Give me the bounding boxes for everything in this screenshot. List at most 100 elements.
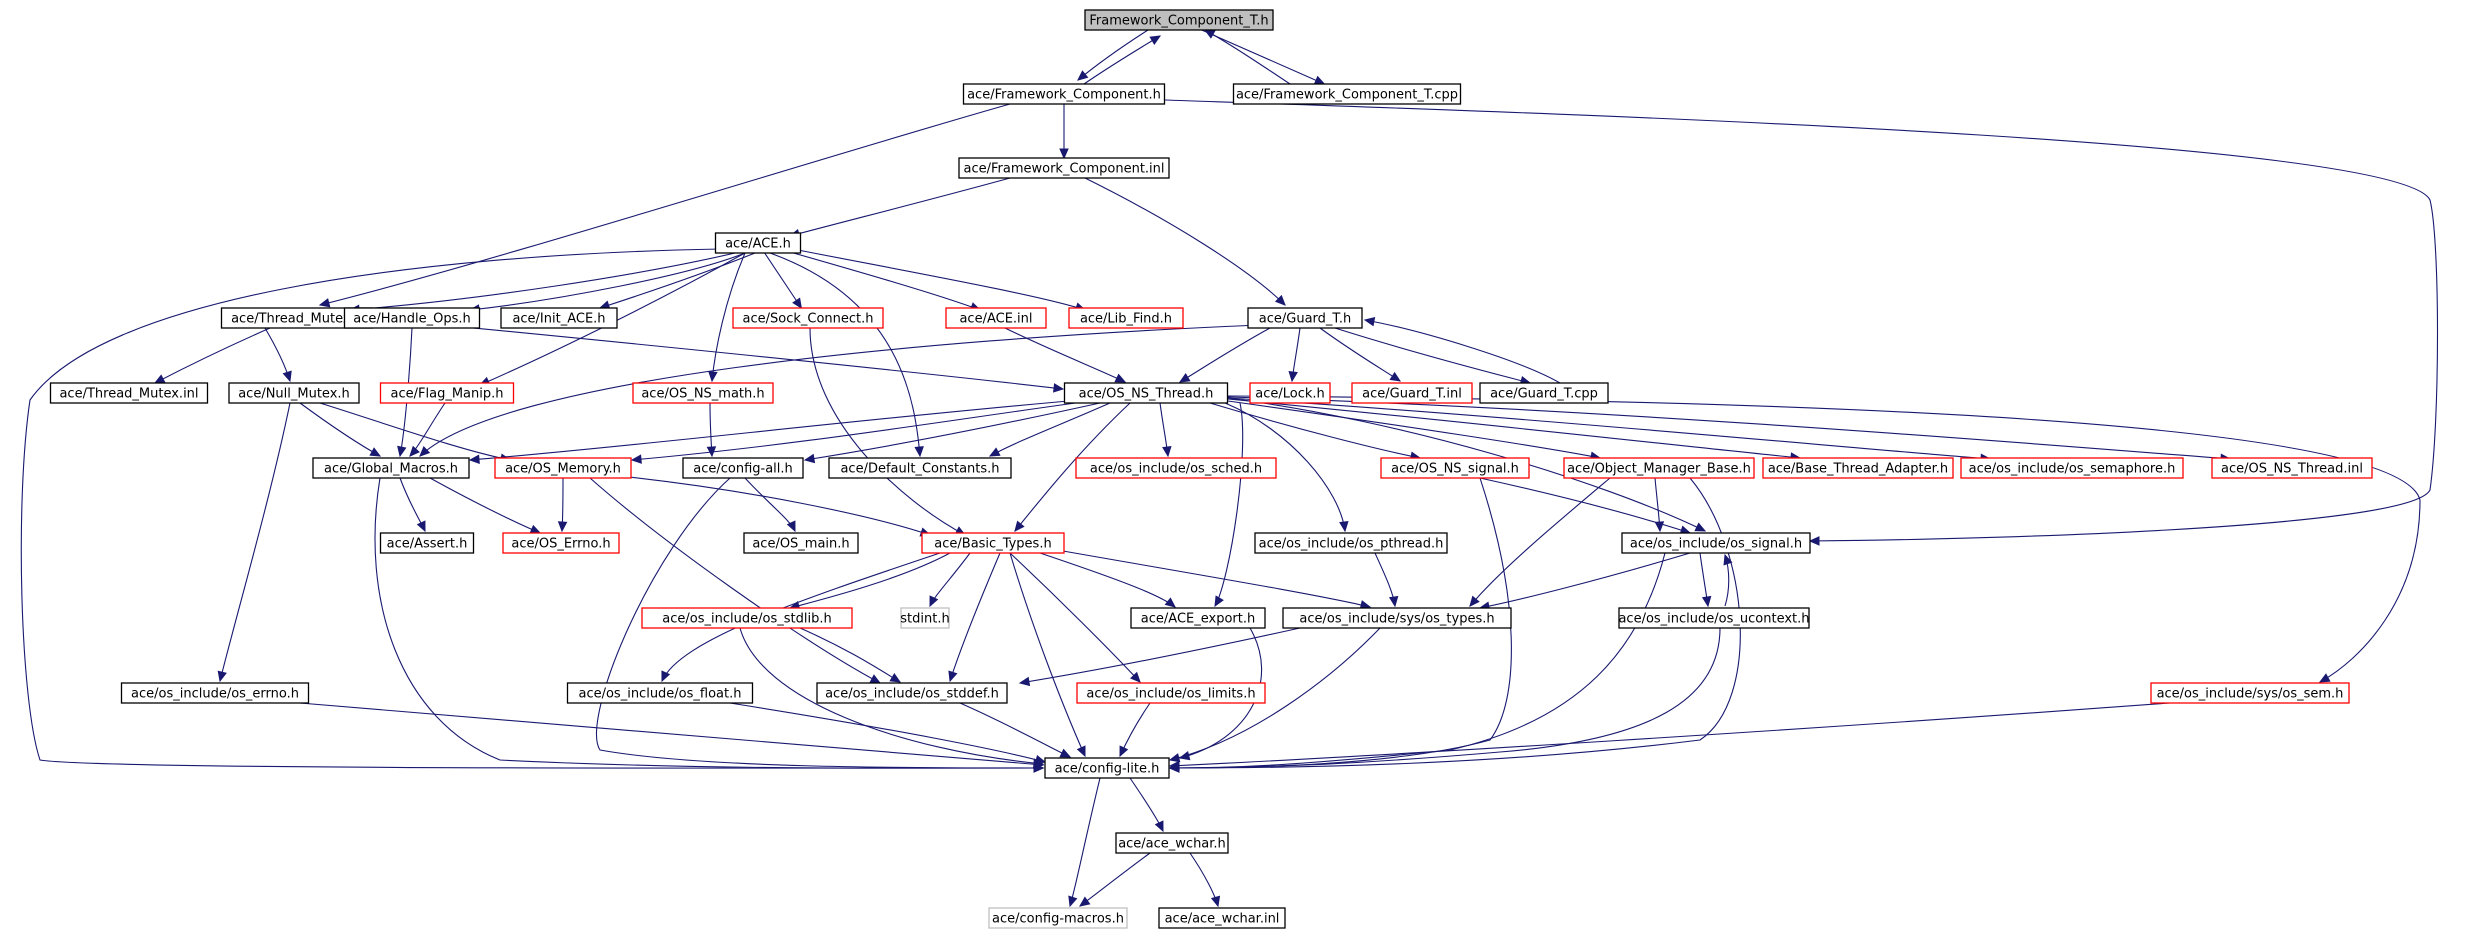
file-node-lib-find[interactable]: ace/Lib_Find.h (1068, 307, 1184, 329)
node-label: ace/os_include/os_sched.h (1090, 462, 1262, 477)
include-edge-sock_connect-to-basic_types (809, 327, 967, 536)
node-box (1063, 382, 1229, 404)
edge-arrowhead (630, 454, 642, 464)
file-node-default-constants[interactable]: ace/Default_Constants.h (828, 457, 1012, 479)
file-node-os-ns-thread-h[interactable]: ace/OS_NS_Thread.h (1063, 382, 1229, 404)
file-node-os-ns-math[interactable]: ace/OS_NS_math.h (632, 382, 774, 404)
edge-arrowhead (889, 673, 902, 683)
node-box (1075, 457, 1277, 479)
node-label: Framework_Component_T.h (1089, 14, 1268, 29)
file-node-guard-t-h[interactable]: ace/Guard_T.h (1247, 307, 1363, 329)
file-node-guard-t-cpp[interactable]: ace/Guard_T.cpp (1479, 382, 1609, 404)
file-node-ace-wchar-inl[interactable]: ace/ace_wchar.inl (1158, 907, 1286, 929)
include-edge-global_macros-to-assert_h (399, 477, 426, 533)
file-node-config-all[interactable]: ace/config-all.h (682, 457, 804, 479)
file-node-flag-manip[interactable]: ace/Flag_Manip.h (379, 382, 515, 404)
file-node-os-signal[interactable]: ace/os_include/os_signal.h (1621, 532, 1811, 554)
file-node-root[interactable]: Framework_Component_T.h (1084, 9, 1274, 31)
include-edge-os_ns_thread_h-to-sys_os_sem (1227, 395, 2421, 683)
file-node-fct-cpp[interactable]: ace/Framework_Component_T.cpp (1232, 83, 1462, 105)
node-label: ace/Sock_Connect.h (743, 312, 874, 327)
include-edge-basic_types-to-sys_os_types (1062, 550, 1372, 610)
file-node-os-ns-thread-inl[interactable]: ace/OS_NS_Thread.inl (2211, 457, 2373, 479)
file-node-sock-connect[interactable]: ace/Sock_Connect.h (732, 307, 884, 329)
file-node-base-thread-adapter[interactable]: ace/Base_Thread_Adapter.h (1762, 457, 1954, 479)
file-node-lock-h[interactable]: ace/Lock.h (1249, 382, 1331, 404)
edge-arrowhead (1288, 370, 1298, 383)
node-box (828, 457, 1012, 479)
file-node-sys-os-types[interactable]: ace/os_include/sys/os_types.h (1282, 607, 1512, 629)
file-node-config-lite[interactable]: ace/config-lite.h (1044, 757, 1170, 779)
edge-arrowhead (1203, 29, 1216, 39)
dependency-edges (20, 29, 2439, 908)
node-box (1247, 307, 1363, 329)
file-node-ace-export[interactable]: ace/ACE_export.h (1130, 607, 1266, 629)
edge-arrowhead (1723, 553, 1733, 566)
file-node-os-errno-h[interactable]: ace/OS_Errno.h (502, 532, 620, 554)
node-box (2211, 457, 2373, 479)
file-node-handle-ops[interactable]: ace/Handle_Ops.h (343, 307, 481, 329)
node-box (682, 457, 804, 479)
include-edge-os_ns_thread_h-to-os_semaphore (1227, 397, 1992, 464)
edge-arrowhead (1178, 373, 1191, 383)
include-edge-os_stddef-to-config_lite (959, 702, 1072, 758)
file-node-os-main[interactable]: ace/OS_main.h (743, 532, 859, 554)
file-node-os-errno-inc[interactable]: ace/os_include/os_errno.h (120, 682, 310, 704)
file-node-os-sched[interactable]: ace/os_include/os_sched.h (1075, 457, 1277, 479)
file-node-ace-h[interactable]: ace/ACE.h (714, 232, 802, 254)
file-node-fc-h[interactable]: ace/Framework_Component.h (962, 83, 1166, 105)
edge-arrowhead (397, 445, 407, 458)
edge-arrowhead (1694, 522, 1707, 532)
file-node-stdint[interactable]: stdint.h (900, 607, 950, 629)
node-box (1351, 382, 1473, 404)
node-label: ace/Lib_Find.h (1080, 312, 1172, 327)
include-edge-guard_t_cpp-to-guard_t_h (1363, 317, 1561, 384)
edge-arrowhead (1164, 597, 1176, 608)
file-node-ace-wchar-h[interactable]: ace/ace_wchar.h (1115, 832, 1229, 854)
edge-arrowhead (1168, 760, 1180, 771)
include-edge-basic_types-to-os_limits (1009, 552, 1141, 683)
include-edge-fc_h-to-thread_mutex_h (318, 103, 1011, 308)
file-node-object-manager-base[interactable]: ace/Object_Manager_Base.h (1563, 457, 1755, 479)
edge-arrowhead (1808, 536, 1820, 546)
include-edge-fc_h-to-os_signal (1164, 99, 2439, 546)
file-node-thread-mutex-inl[interactable]: ace/Thread_Mutex.inl (49, 382, 209, 404)
file-node-fc-inl[interactable]: ace/Framework_Component.inl (958, 157, 1170, 179)
node-label: ace/os_include/sys/os_types.h (1299, 612, 1494, 627)
file-node-thread-mutex-h[interactable]: ace/Thread_Mutex.h (220, 307, 374, 329)
file-node-basic-types[interactable]: ace/Basic_Types.h (921, 532, 1065, 554)
node-box (962, 83, 1166, 105)
file-node-os-memory[interactable]: ace/OS_Memory.h (494, 457, 632, 479)
include-edge-os_float-to-config_lite (729, 702, 1047, 765)
node-label: ace/OS_Errno.h (511, 537, 610, 552)
file-node-os-float[interactable]: ace/os_include/os_float.h (566, 682, 754, 704)
node-label: ace/ACE_export.h (1141, 612, 1255, 627)
include-edge-os_ns_thread_h-to-ace_export (1214, 402, 1244, 608)
file-node-os-limits[interactable]: ace/os_include/os_limits.h (1076, 682, 1266, 704)
node-box (632, 382, 774, 404)
file-node-guard-t-inl[interactable]: ace/Guard_T.inl (1351, 382, 1473, 404)
include-edge-sys_os_types-to-os_stddef (1018, 627, 1301, 687)
file-node-os-ucontext[interactable]: ace/os_include/os_ucontext.h (1618, 607, 1810, 629)
file-node-sys-os-sem[interactable]: ace/os_include/sys/os_sem.h (2150, 682, 2350, 704)
file-node-os-semaphore[interactable]: ace/os_include/os_semaphore.h (1960, 457, 2184, 479)
file-node-init-ace[interactable]: ace/Init_ACE.h (500, 307, 618, 329)
node-box (1249, 382, 1331, 404)
node-box (900, 607, 950, 629)
edge-arrowhead (1701, 595, 1712, 608)
file-node-global-macros[interactable]: ace/Global_Macros.h (312, 457, 470, 479)
file-node-config-macros[interactable]: ace/config-macros.h (988, 907, 1128, 929)
file-node-null-mutex[interactable]: ace/Null_Mutex.h (228, 382, 360, 404)
file-node-os-ns-signal[interactable]: ace/OS_NS_signal.h (1380, 457, 1530, 479)
include-edge-os_signal-to-os_ucontext (1699, 552, 1712, 608)
file-node-ace-inl[interactable]: ace/ACE.inl (945, 307, 1047, 329)
file-node-os-stdlib[interactable]: ace/os_include/os_stdlib.h (641, 607, 853, 629)
edge-arrowhead (914, 446, 924, 458)
include-edge-os_ns_thread_h-to-os_signal (1227, 397, 1707, 532)
file-node-os-pthread[interactable]: ace/os_include/os_pthread.h (1254, 532, 1448, 554)
node-box (502, 532, 620, 554)
file-node-os-stddef[interactable]: ace/os_include/os_stddef.h (816, 682, 1008, 704)
include-edge-ace_h-to-sock_connect (764, 252, 803, 310)
edge-arrowhead (1654, 521, 1665, 533)
file-node-assert-h[interactable]: ace/Assert.h (379, 532, 475, 554)
